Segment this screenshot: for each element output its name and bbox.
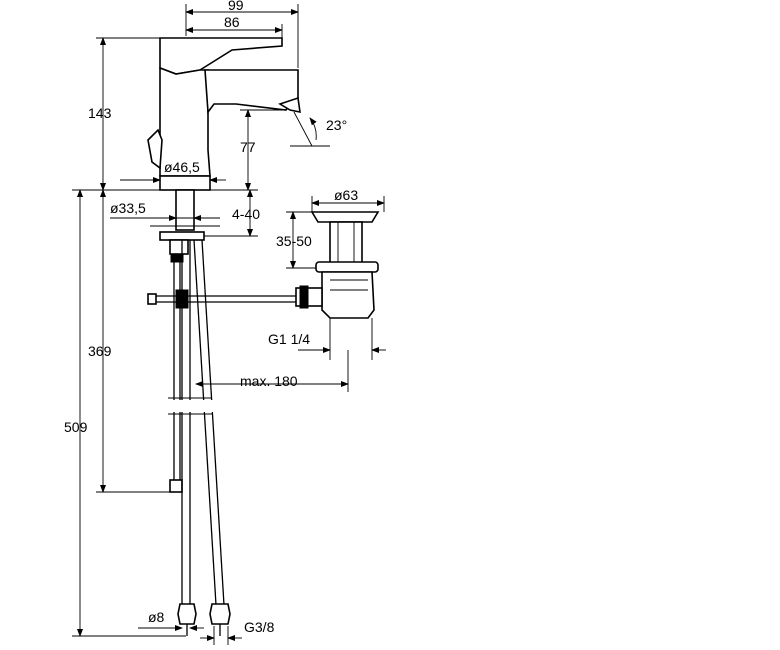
- dim-dia-8: ø8: [148, 609, 165, 625]
- dim-height-143: 143: [88, 105, 112, 121]
- waste-locknut: [315, 261, 379, 273]
- hose-nut-left: [177, 603, 197, 625]
- faucet-body: [147, 37, 301, 191]
- dim-angle-23: 23°: [326, 117, 347, 133]
- dim-height-77: 77: [240, 139, 256, 155]
- dim-dia-63: ø63: [334, 187, 358, 203]
- dim-height-369: 369: [88, 343, 112, 359]
- dim-dia-46-5: ø46,5: [164, 159, 200, 175]
- base-flange: [159, 175, 211, 191]
- popup-rod: [147, 253, 300, 493]
- dim-range-35-50: 35-50: [276, 233, 312, 249]
- dim-thread-g1-1-4: G1 1/4: [268, 331, 310, 347]
- waste-valve: [295, 211, 380, 319]
- dim-height-509: 509: [64, 419, 88, 435]
- supply-hoses: [160, 239, 240, 636]
- lever-handle: [159, 37, 283, 75]
- dim-width-99: 99: [228, 0, 244, 13]
- threaded-shank: [175, 189, 195, 231]
- dim-dia-33-5: ø33,5: [110, 200, 146, 216]
- hose-nut-right: [209, 603, 231, 625]
- dim-max-180: max. 180: [240, 373, 298, 389]
- fixing-sleeve: [169, 239, 189, 255]
- dim-range-4-40: 4-40: [232, 206, 260, 222]
- aerator: [278, 96, 301, 114]
- dim-thread-g3-8: G3/8: [244, 619, 275, 635]
- fixing-nut: [159, 231, 205, 241]
- popup-rod-knob: [147, 128, 163, 170]
- fixing-assembly: [150, 189, 220, 255]
- waste-body: [321, 271, 375, 319]
- dim-width-86: 86: [224, 14, 240, 30]
- waste-plug: [310, 211, 380, 223]
